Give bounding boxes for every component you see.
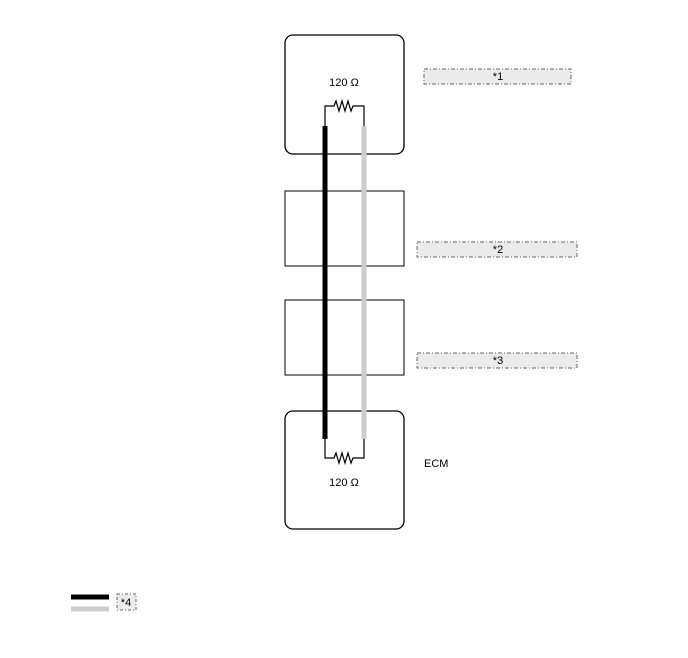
- junction-connector-2: [284, 299, 405, 376]
- top-module-box: [284, 34, 405, 155]
- callout-2: *2: [493, 244, 503, 256]
- junction-connector-1: [284, 190, 405, 267]
- callout-2-box: [416, 241, 578, 258]
- callout-4: *4: [121, 597, 131, 609]
- callout-3-box: [416, 352, 578, 369]
- ecm-label: ECM: [424, 458, 448, 470]
- top-resistor-icon: [324, 98, 365, 126]
- top-resistor-label: 120 Ω: [329, 77, 359, 89]
- ecm-module-box: [284, 410, 405, 530]
- ecm-resistor-label: 120 Ω: [329, 477, 359, 489]
- callout-1-box: [423, 68, 572, 85]
- callout-4-box: [116, 593, 137, 611]
- ecm-resistor-icon: [324, 438, 365, 466]
- callout-3: *3: [493, 355, 503, 367]
- callout-1: *1: [493, 71, 503, 83]
